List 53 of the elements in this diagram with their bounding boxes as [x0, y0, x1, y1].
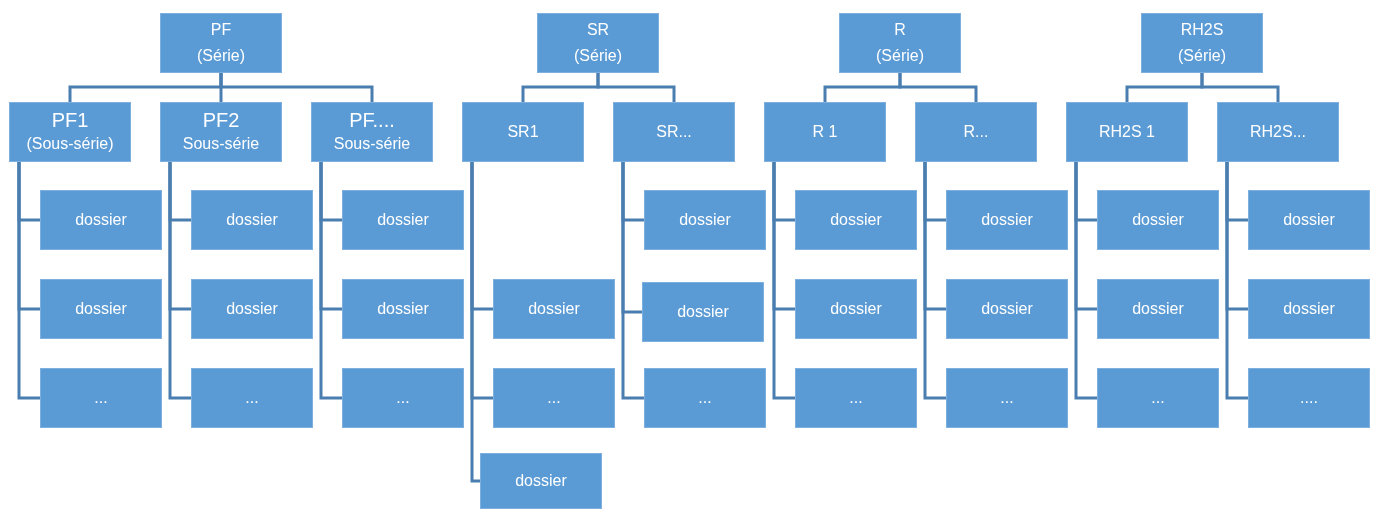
folder-box: dossier — [40, 190, 162, 250]
folder-box: dossier — [1248, 190, 1370, 250]
connector-line — [596, 73, 676, 102]
subseries-box: R... — [915, 102, 1037, 162]
folder-box: ... — [493, 368, 615, 428]
connector-line — [923, 162, 946, 400]
subseries-box: PF1 (Sous-série) — [9, 102, 131, 162]
folder-box: dossier — [795, 279, 917, 339]
folder-box: dossier — [946, 279, 1068, 339]
folder-box: dossier — [642, 282, 764, 342]
connector-line — [219, 73, 374, 102]
folder-box: ... — [40, 368, 162, 428]
folder-box: dossier — [1097, 190, 1219, 250]
connector-line — [319, 162, 342, 400]
series-box: PF (Série) — [160, 13, 282, 73]
folder-box: dossier — [1248, 279, 1370, 339]
folder-box: dossier — [342, 279, 464, 339]
connector-line — [1200, 73, 1280, 102]
subseries-box: R 1 — [764, 102, 886, 162]
connector-line — [621, 162, 644, 400]
folder-box: ... — [342, 368, 464, 428]
folder-box: dossier — [644, 190, 766, 250]
connector-line — [1225, 162, 1248, 400]
subseries-box: RH2S 1 — [1066, 102, 1188, 162]
connector-line — [898, 73, 978, 102]
connector-line — [168, 162, 191, 400]
series-box: SR (Série) — [537, 13, 659, 73]
connector-line — [470, 162, 480, 483]
connector-line — [17, 162, 40, 400]
folder-box: ... — [795, 368, 917, 428]
folder-box: ... — [1097, 368, 1219, 428]
subseries-box: SR... — [613, 102, 735, 162]
connector-line — [772, 162, 795, 400]
folder-box: dossier — [1097, 279, 1219, 339]
folder-box: dossier — [191, 190, 313, 250]
folder-box: dossier — [795, 190, 917, 250]
folder-box: dossier — [493, 279, 615, 339]
folder-box: ... — [644, 368, 766, 428]
series-box: R (Série) — [839, 13, 961, 73]
folder-box: dossier — [946, 190, 1068, 250]
folder-box: dossier — [40, 279, 162, 339]
connector-line — [1074, 162, 1097, 400]
folder-box: .... — [1248, 368, 1370, 428]
subseries-box: PF.... Sous-série — [311, 102, 433, 162]
subseries-box: SR1 — [462, 102, 584, 162]
folder-box: ... — [191, 368, 313, 428]
folder-box: dossier — [191, 279, 313, 339]
folder-box: dossier — [480, 453, 602, 509]
series-box: RH2S (Série) — [1141, 13, 1263, 73]
subseries-box: RH2S... — [1217, 102, 1339, 162]
folder-box: dossier — [342, 190, 464, 250]
folder-box: ... — [946, 368, 1068, 428]
subseries-box: PF2 Sous-série — [160, 102, 282, 162]
